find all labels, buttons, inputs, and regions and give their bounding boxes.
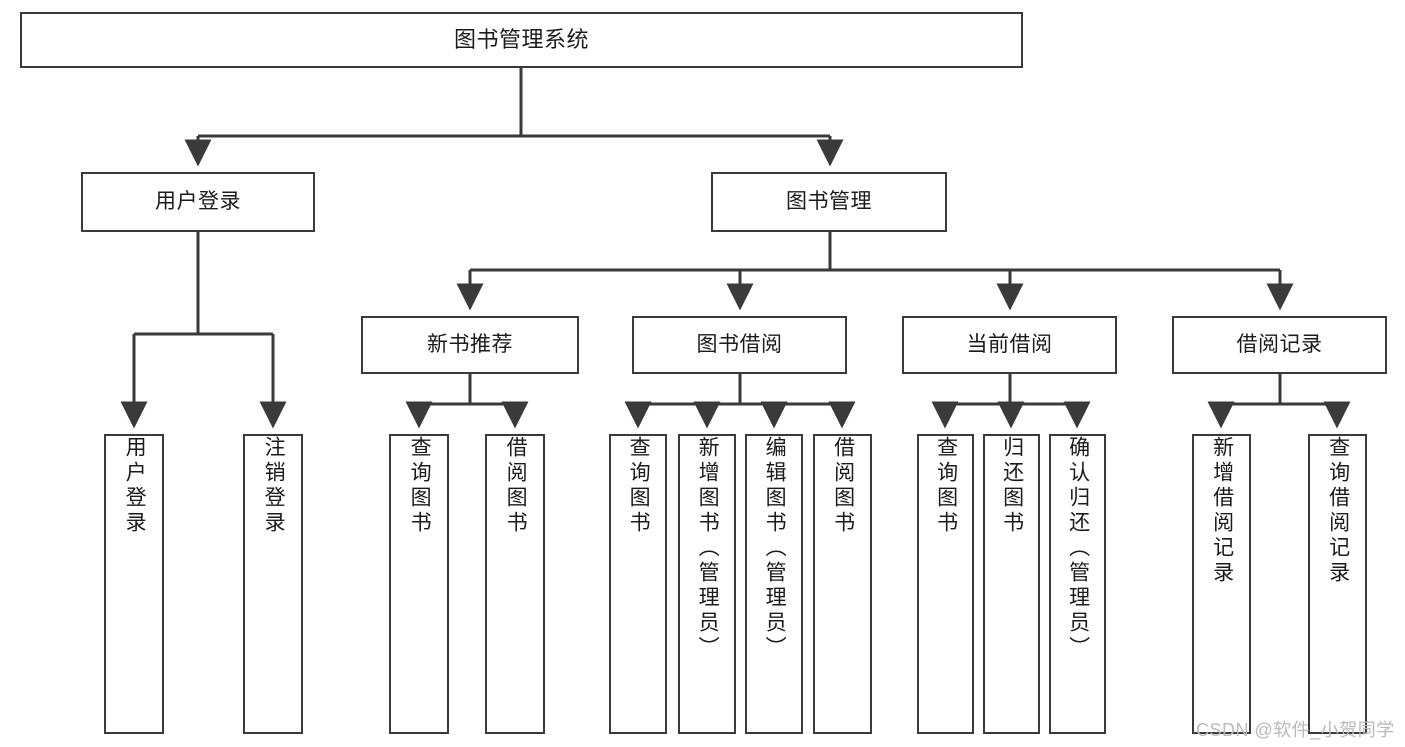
node-new-book-rec-label: 新书推荐	[427, 333, 513, 357]
node-leaf-query-record[interactable]: 查询借阅记录	[1308, 434, 1367, 734]
node-leaf-borrow-book-2-label: 借阅图书	[831, 436, 855, 536]
node-borrow-record[interactable]: 借阅记录	[1172, 316, 1387, 374]
node-user-login[interactable]: 用户登录	[81, 172, 315, 232]
node-leaf-query-record-label: 查询借阅记录	[1326, 436, 1350, 586]
node-book-manage-label: 图书管理	[786, 190, 872, 214]
node-leaf-user-login-label: 用户登录	[123, 436, 147, 536]
node-leaf-user-login[interactable]: 用户登录	[104, 434, 164, 734]
node-leaf-query-book-3-label: 查询图书	[934, 436, 958, 536]
node-leaf-return-book-label: 归还图书	[1000, 436, 1024, 536]
node-borrow-record-label: 借阅记录	[1236, 333, 1323, 357]
node-leaf-add-record-label: 新增借阅记录	[1210, 436, 1234, 586]
node-current-borrow-label: 当前借阅	[966, 333, 1053, 357]
node-leaf-query-book-1-label: 查询图书	[408, 436, 432, 536]
node-leaf-add-book[interactable]: 新增图书（管理员）	[678, 434, 736, 734]
node-leaf-query-book-2-label: 查询图书	[627, 436, 651, 536]
node-leaf-query-book-1[interactable]: 查询图书	[389, 434, 449, 734]
csdn-watermark-text: CSDN @软件_小贺同学	[1196, 720, 1395, 740]
node-leaf-borrow-book-1[interactable]: 借阅图书	[485, 434, 545, 734]
node-new-book-rec[interactable]: 新书推荐	[361, 316, 579, 374]
node-leaf-edit-book[interactable]: 编辑图书（管理员）	[745, 434, 803, 734]
node-leaf-confirm-return-label: 确认归还（管理员）	[1066, 436, 1090, 661]
node-book-borrow-label: 图书借阅	[696, 333, 783, 357]
node-leaf-logout[interactable]: 注销登录	[243, 434, 303, 734]
node-current-borrow[interactable]: 当前借阅	[902, 316, 1117, 374]
node-leaf-query-book-3[interactable]: 查询图书	[917, 434, 974, 734]
node-leaf-query-book-2[interactable]: 查询图书	[609, 434, 667, 734]
node-leaf-borrow-book-1-label: 借阅图书	[504, 436, 528, 536]
node-leaf-add-book-label: 新增图书（管理员）	[696, 436, 720, 661]
node-user-login-label: 用户登录	[155, 190, 241, 214]
node-book-borrow[interactable]: 图书借阅	[632, 316, 847, 374]
node-root[interactable]: 图书管理系统	[20, 12, 1023, 68]
node-leaf-return-book[interactable]: 归还图书	[983, 434, 1040, 734]
node-leaf-borrow-book-2[interactable]: 借阅图书	[813, 434, 872, 734]
node-root-label: 图书管理系统	[453, 26, 589, 52]
node-leaf-confirm-return[interactable]: 确认归还（管理员）	[1049, 434, 1106, 734]
csdn-watermark: CSDN @软件_小贺同学	[1196, 716, 1395, 742]
node-leaf-add-record[interactable]: 新增借阅记录	[1192, 434, 1251, 734]
node-book-manage[interactable]: 图书管理	[711, 172, 947, 232]
node-leaf-edit-book-label: 编辑图书（管理员）	[763, 436, 787, 661]
node-leaf-logout-label: 注销登录	[262, 436, 286, 536]
